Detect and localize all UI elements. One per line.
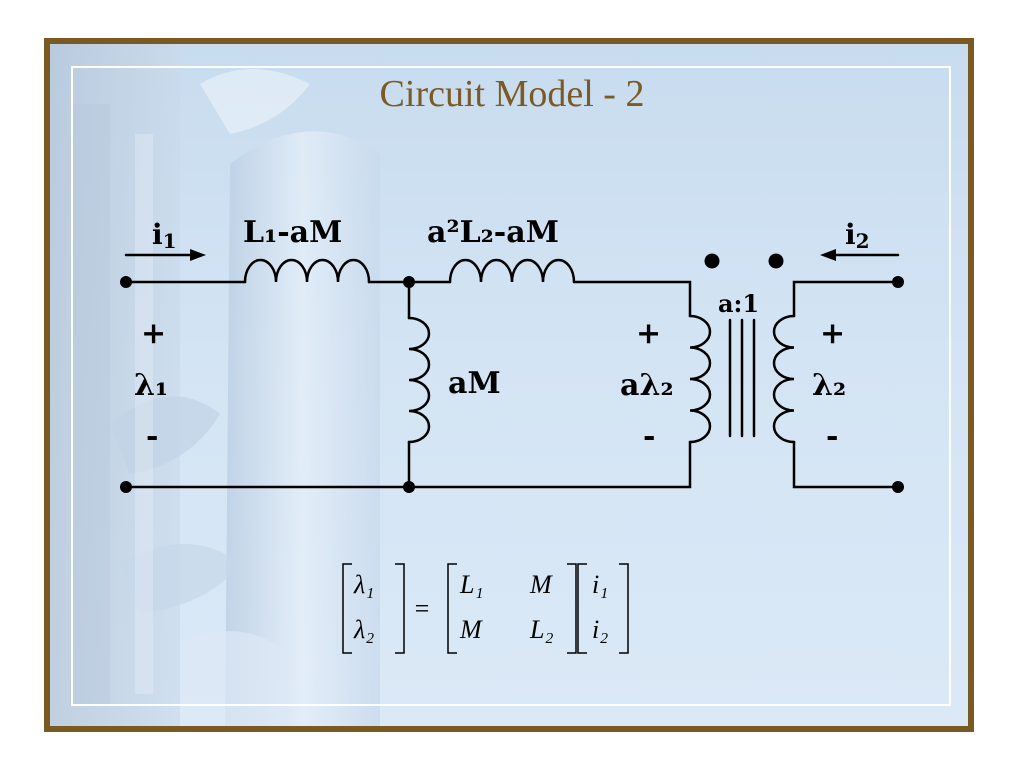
left-minus-sign: - bbox=[146, 419, 158, 454]
bracket-matrix-left bbox=[447, 563, 457, 654]
right-minus-sign: - bbox=[826, 419, 838, 454]
bracket-lhs-left bbox=[342, 563, 352, 654]
slide-title: Circuit Model - 2 bbox=[379, 73, 645, 115]
matrix-m-top: M bbox=[529, 570, 553, 599]
current-arrow-i1-head bbox=[190, 249, 206, 261]
rhs-i1: i₁ bbox=[592, 570, 608, 599]
terminal-dot-top-left bbox=[120, 276, 132, 288]
left-plus-sign: + bbox=[141, 316, 166, 351]
right-voltage-label: λ₂ bbox=[812, 368, 846, 403]
terminal-dot-top-right bbox=[892, 276, 904, 288]
transformer-ratio-label: a:1 bbox=[718, 289, 759, 318]
inductor-l2-label: a²L₂-aM bbox=[427, 215, 559, 250]
inductor-am-coil bbox=[407, 316, 431, 444]
node-dot-bottom-mid bbox=[403, 481, 415, 493]
terminal-dot-bottom-left bbox=[120, 481, 132, 493]
node-dot-top-mid bbox=[403, 276, 415, 288]
matrix-m-bottom: M bbox=[459, 615, 483, 644]
left-voltage-label: λ₁ bbox=[134, 368, 168, 403]
inductor-l1-coil bbox=[243, 258, 371, 284]
bracket-lhs-right bbox=[395, 563, 405, 654]
secondary-bottom-wire bbox=[792, 440, 900, 489]
secondary-top-wire bbox=[792, 280, 900, 318]
inductor-am-label: aM bbox=[448, 366, 501, 401]
polarity-dot-secondary bbox=[768, 253, 784, 269]
equals-sign: = bbox=[413, 594, 431, 623]
matrix-equation: λ₁ λ₂ = L₁ M M L₂ i₁ i₂ bbox=[342, 563, 629, 654]
matrix-l1: L₁ bbox=[459, 570, 484, 599]
mid-plus-sign: + bbox=[636, 316, 661, 351]
right-plus-sign: + bbox=[820, 316, 845, 351]
polarity-dot-primary bbox=[704, 253, 720, 269]
bottom-wire bbox=[124, 440, 692, 489]
bracket-rhs-right bbox=[619, 563, 629, 654]
transformer-primary-coil bbox=[688, 314, 712, 444]
bracket-matrix-right bbox=[567, 563, 577, 654]
mid-voltage-label: aλ₂ bbox=[620, 368, 674, 403]
terminal-dot-bottom-right bbox=[892, 481, 904, 493]
mid-minus-sign: - bbox=[643, 419, 655, 454]
inner-frame bbox=[71, 66, 951, 706]
inductor-l2-coil bbox=[448, 258, 576, 284]
top-wire-right bbox=[572, 280, 692, 318]
current-arrow-i2-head bbox=[820, 249, 836, 261]
lhs-lambda1: λ₁ bbox=[353, 570, 374, 599]
lhs-lambda2: λ₂ bbox=[353, 615, 374, 644]
slide bbox=[44, 38, 974, 732]
current-i2-label: i2 bbox=[845, 218, 870, 253]
matrix-l2: L₂ bbox=[529, 615, 554, 644]
current-i1-label: i1 bbox=[152, 218, 177, 253]
rhs-i2: i₂ bbox=[592, 615, 608, 644]
transformer-secondary-coil bbox=[772, 314, 796, 444]
inductor-l1-label: L₁-aM bbox=[243, 215, 342, 250]
bracket-rhs-left bbox=[577, 563, 587, 654]
